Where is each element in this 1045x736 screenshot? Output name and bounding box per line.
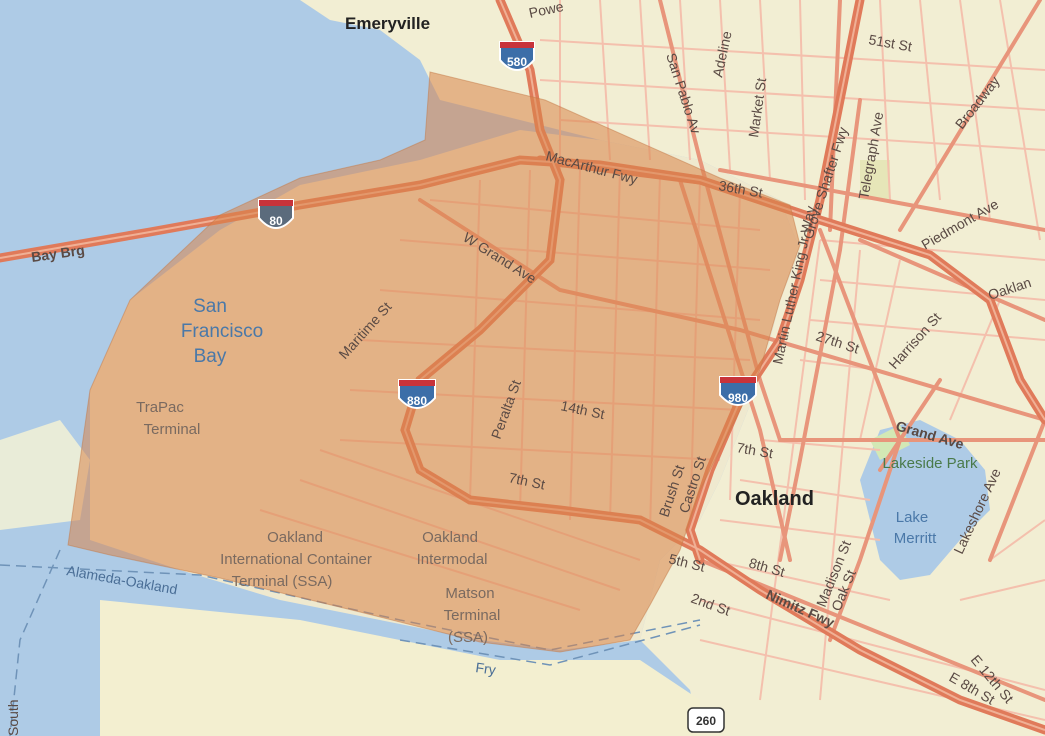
ca260-label: 260 [696,714,716,728]
shore-strip [0,420,90,530]
street-36th: 36th St [717,177,764,200]
place-oakland: Oakland [735,488,814,510]
poi-matson-1: Matson [445,585,494,602]
i80-shield: 80 [258,199,294,229]
poi-oict-1: Oakland [267,529,323,546]
poi-oict-3: Terminal (SSA) [232,573,333,590]
i880-shield: 880 [398,379,436,409]
poi-intermodal-1: Oakland [422,529,478,546]
street-51st: 51st St [867,31,913,54]
i580-label: 580 [507,55,527,69]
street-7th-east: 7th St [735,439,774,461]
park-area [860,160,890,200]
i980-shield: 980 [719,376,757,406]
i880-label: 880 [407,394,427,408]
poi-matson-3: (SSA) [448,629,488,646]
bay-label-2: Francisco [181,321,263,342]
place-emeryville: Emeryville [345,14,430,33]
oakland-land [300,0,1045,736]
poi-trapac-1: TraPac [136,399,184,416]
lake-label-1: Lake [896,509,929,526]
poi-trapac-2: Terminal [144,421,201,438]
street-fry: Fry [475,659,497,678]
ca260-shield: 260 [687,707,725,733]
poi-matson-2: Terminal [444,607,501,624]
poi-lakeside-park: Lakeside Park [882,455,978,472]
poi-oict-2: International Container [220,551,372,568]
poi-intermodal-2: Intermodal [417,551,488,568]
i980-label: 980 [728,391,748,405]
i80-label: 80 [269,214,283,228]
place-south: South [5,699,21,736]
bay-label-1: San [193,296,227,317]
highlighted-area-overlay[interactable] [67,71,801,653]
bay-label-3: Bay [194,346,227,367]
i580-shield: 580 [499,41,535,71]
lake-label-2: Merritt [894,530,937,547]
street-7th: 7th St [507,469,546,492]
lakeside-park-area [870,425,910,460]
alameda-land [100,600,700,736]
street-bay-brg: Bay Brg [30,242,85,265]
